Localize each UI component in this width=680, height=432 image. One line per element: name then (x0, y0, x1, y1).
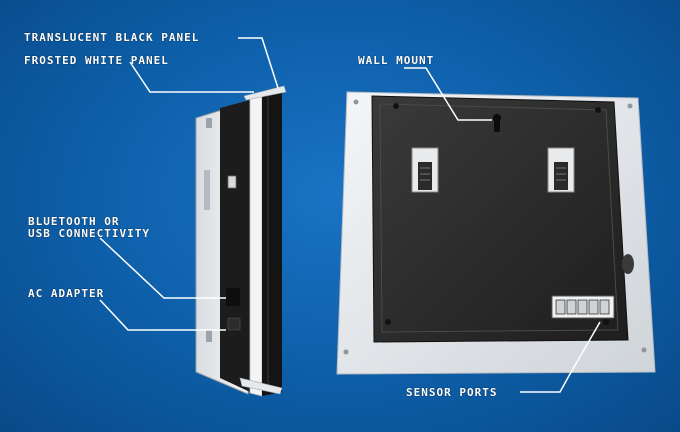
translucent-black-panel-edge (262, 88, 282, 396)
callout-line-ac-adapter (99, 299, 226, 331)
label-bluetooth-line2: USB CONNECTIVITY (28, 227, 150, 240)
callout-line-translucent (238, 37, 279, 89)
frosted-white-panel-edge (249, 92, 263, 397)
callout-line-frosted (129, 61, 254, 93)
side-black-body (220, 100, 250, 392)
label-wall-mount: WALL MOUNT (358, 54, 435, 67)
callout-line-wall-mount (404, 67, 492, 121)
usb-port (227, 175, 237, 189)
label-bluetooth-line1: BLUETOOTH OR (28, 215, 120, 228)
ac-adapter-jack (227, 317, 241, 331)
back-view-device (336, 91, 656, 375)
callout-line-sensor-ports (520, 321, 601, 393)
label-ac-adapter: AC ADAPTER (28, 287, 105, 300)
callout-lines (99, 37, 601, 393)
bluetooth-module (226, 288, 240, 306)
side-view-device (195, 85, 287, 397)
callout-line-bluetooth (99, 237, 226, 299)
sensor-ports (551, 295, 615, 319)
label-frosted-white-panel: FROSTED WHITE PANEL (24, 54, 169, 67)
label-sensor-ports: SENSOR PORTS (406, 386, 498, 399)
label-translucent-black-panel: TRANSLUCENT BLACK PANEL (24, 31, 200, 44)
